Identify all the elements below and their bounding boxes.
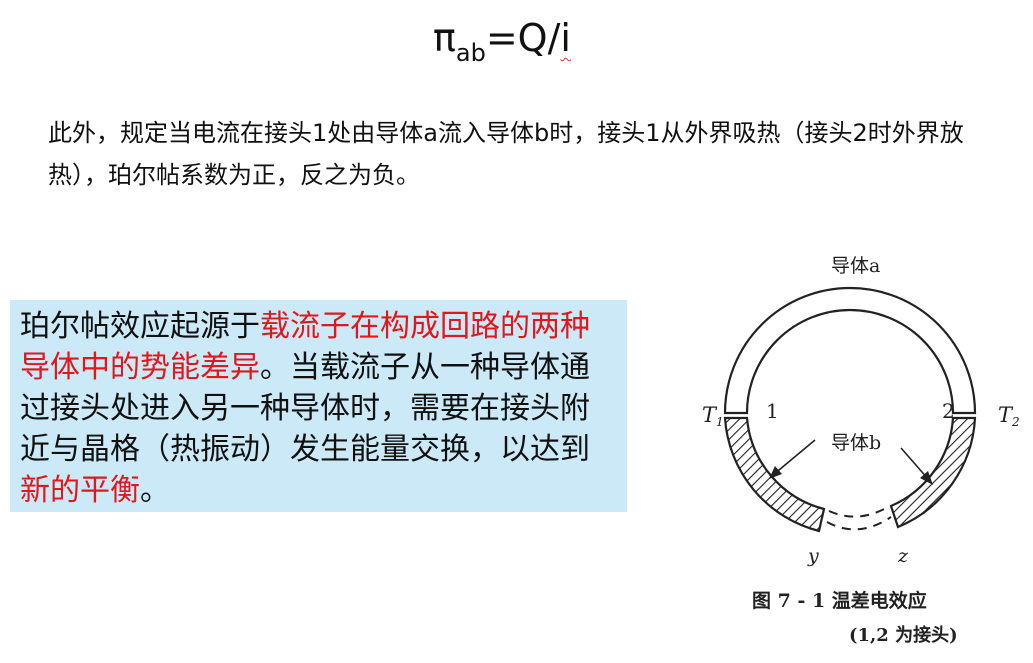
label-conductor-a: 导体a bbox=[831, 255, 880, 277]
formula: πab=Q/i bbox=[433, 16, 571, 67]
open-circuit-gap-inner bbox=[828, 506, 889, 518]
label-y: y bbox=[807, 545, 819, 567]
label-t2: T2 bbox=[998, 403, 1020, 429]
figure-caption-note: (1,2 为接头) bbox=[849, 624, 958, 646]
conductor-b-left bbox=[723, 416, 826, 533]
formula-subscript: ab bbox=[455, 39, 486, 67]
figure-caption: 图 7 - 1 温差电效应 bbox=[752, 589, 927, 612]
label-junction-2: 2 bbox=[942, 399, 955, 423]
arrow-left-head bbox=[769, 466, 782, 479]
arrow-right-head bbox=[920, 471, 933, 485]
formula-i: i bbox=[560, 16, 571, 60]
label-junction-1: 1 bbox=[766, 399, 779, 423]
open-circuit-gap bbox=[826, 516, 892, 531]
callout-text-3: 。 bbox=[140, 473, 170, 508]
conductor-a bbox=[723, 286, 977, 415]
callout-highlight-1: 载流子在构成回路的两种导体中的势能差异 bbox=[20, 309, 590, 385]
formula-pi: π bbox=[433, 16, 456, 60]
peltier-sign-paragraph: 此外，规定当电流在接头1处由导体a流入导体b时，接头1从外界吸热（接头2时外界放… bbox=[48, 119, 964, 189]
callout-highlight-2: 新的平衡 bbox=[20, 473, 140, 508]
label-z: z bbox=[897, 545, 909, 567]
conductor-b-right bbox=[889, 416, 977, 529]
peltier-origin-callout: 珀尔帖效应起源于载流子在构成回路的两种导体中的势能差异。当载流子从一种导体通过接… bbox=[10, 300, 627, 512]
arrow-left bbox=[772, 439, 816, 476]
label-t1: T1 bbox=[702, 403, 724, 429]
thermoelectric-circuit-diagram: 导体a 导体b 1 2 T1 T2 y z 图 7 - 1 温差电效应 (1,2… bbox=[702, 255, 1020, 646]
callout-text-2: 。当载流子从一种导体通过接头处进入另一种导体时，需要在接头附近与晶格（热振动）发… bbox=[20, 350, 590, 467]
label-conductor-b: 导体b bbox=[831, 432, 881, 454]
formula-rhs: =Q/ bbox=[485, 16, 561, 60]
callout-text-1: 珀尔帖效应起源于 bbox=[20, 309, 260, 344]
